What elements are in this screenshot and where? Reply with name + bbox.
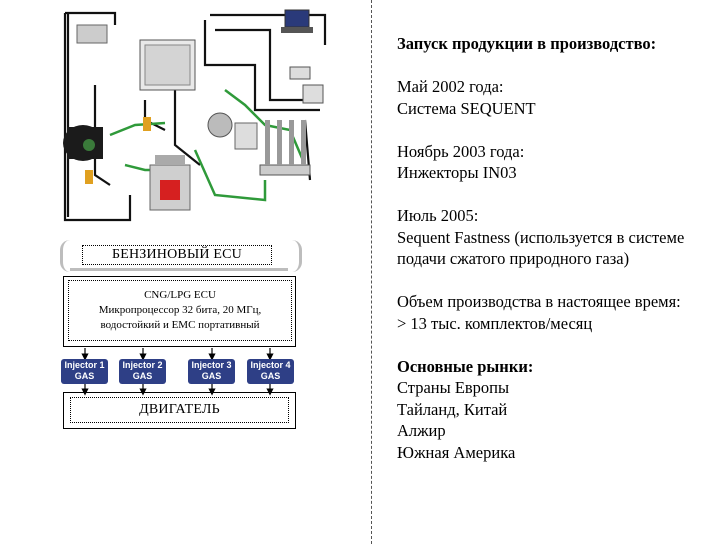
filler-icon: [85, 170, 93, 184]
injector-1: Injector 1 GAS: [61, 359, 108, 384]
item-1-date: Май 2002 года:: [397, 77, 504, 96]
market-3: Алжир: [397, 421, 446, 440]
gas-ecu-box: [63, 276, 296, 347]
injector-3-fuel: GAS: [201, 371, 222, 381]
wiring-harness: [63, 11, 327, 222]
laptop-icon: [281, 9, 313, 33]
gas-ecu-line2: водостойкий и EMC портативный: [100, 319, 260, 331]
injector-4-fuel: GAS: [260, 371, 281, 381]
injector-1-fuel: GAS: [74, 371, 95, 381]
engine-cylinder: [149, 155, 191, 211]
engine-box: [63, 392, 296, 429]
bracket-bottom: [70, 268, 288, 275]
gas-pipes: [109, 89, 307, 202]
regulator-unit: [76, 24, 258, 150]
market-4: Южная Америка: [397, 442, 516, 462]
market-1: Страны Европы: [397, 378, 510, 397]
switch-icon: [289, 66, 311, 80]
petrol-ecu-box: БЕНЗИНОВЫЙ ECU: [82, 245, 272, 265]
injector-arrows: [81, 348, 274, 396]
gas-ecu-unit: [139, 39, 196, 91]
item-1-text: Система SEQUENT: [397, 98, 536, 118]
injector-2-name: Injector 2: [122, 360, 163, 370]
item-3-date: Июль 2005:: [397, 206, 479, 225]
volume-label: Объем производства в настоящее время:: [397, 292, 681, 311]
market-2: Тайланд, Китай: [397, 399, 508, 419]
volume-value: > 13 тыс. комплектов/месяц: [397, 313, 593, 333]
injector-3-name: Injector 3: [191, 360, 232, 370]
engine-inner: ДВИГАТЕЛЬ: [70, 397, 289, 423]
injector-2: Injector 2 GAS: [119, 359, 166, 384]
gas-ecu-inner: CNG/LPG ECU Микропроцессор 32 бита, 20 М…: [68, 280, 292, 341]
engine-label: ДВИГАТЕЛЬ: [139, 402, 220, 417]
launch-heading: Запуск продукции в производство:: [397, 34, 657, 53]
injector-3: Injector 3 GAS: [188, 359, 235, 384]
column-divider: [371, 0, 372, 544]
gas-tank: [63, 125, 103, 161]
item-2-date: Ноябрь 2003 года:: [397, 141, 525, 161]
production-info: Запуск продукции в производство: Май 200…: [397, 33, 707, 463]
injector-1-name: Injector 1: [64, 360, 105, 370]
item-3-text: Sequent Fastness (используется в системе…: [397, 227, 685, 269]
valve-icon: [143, 117, 151, 131]
gas-ecu-title: CNG/LPG ECU: [144, 289, 216, 301]
petrol-ecu-bracket: [60, 240, 302, 272]
markets-heading: Основные рынки:: [397, 356, 534, 376]
petrol-ecu-label: БЕНЗИНОВЫЙ ECU: [111, 247, 242, 262]
injector-4: Injector 4 GAS: [247, 359, 294, 384]
injector-2-fuel: GAS: [132, 371, 153, 381]
gas-ecu-line1: Микропроцессор 32 бита, 20 МГц,: [98, 304, 262, 316]
gas-system-schematic: [63, 9, 327, 222]
injector-rail: [259, 120, 311, 176]
injector-4-name: Injector 4: [250, 360, 291, 370]
item-2-text: Инжекторы IN03: [397, 163, 517, 182]
sensor-icon: [302, 84, 324, 104]
